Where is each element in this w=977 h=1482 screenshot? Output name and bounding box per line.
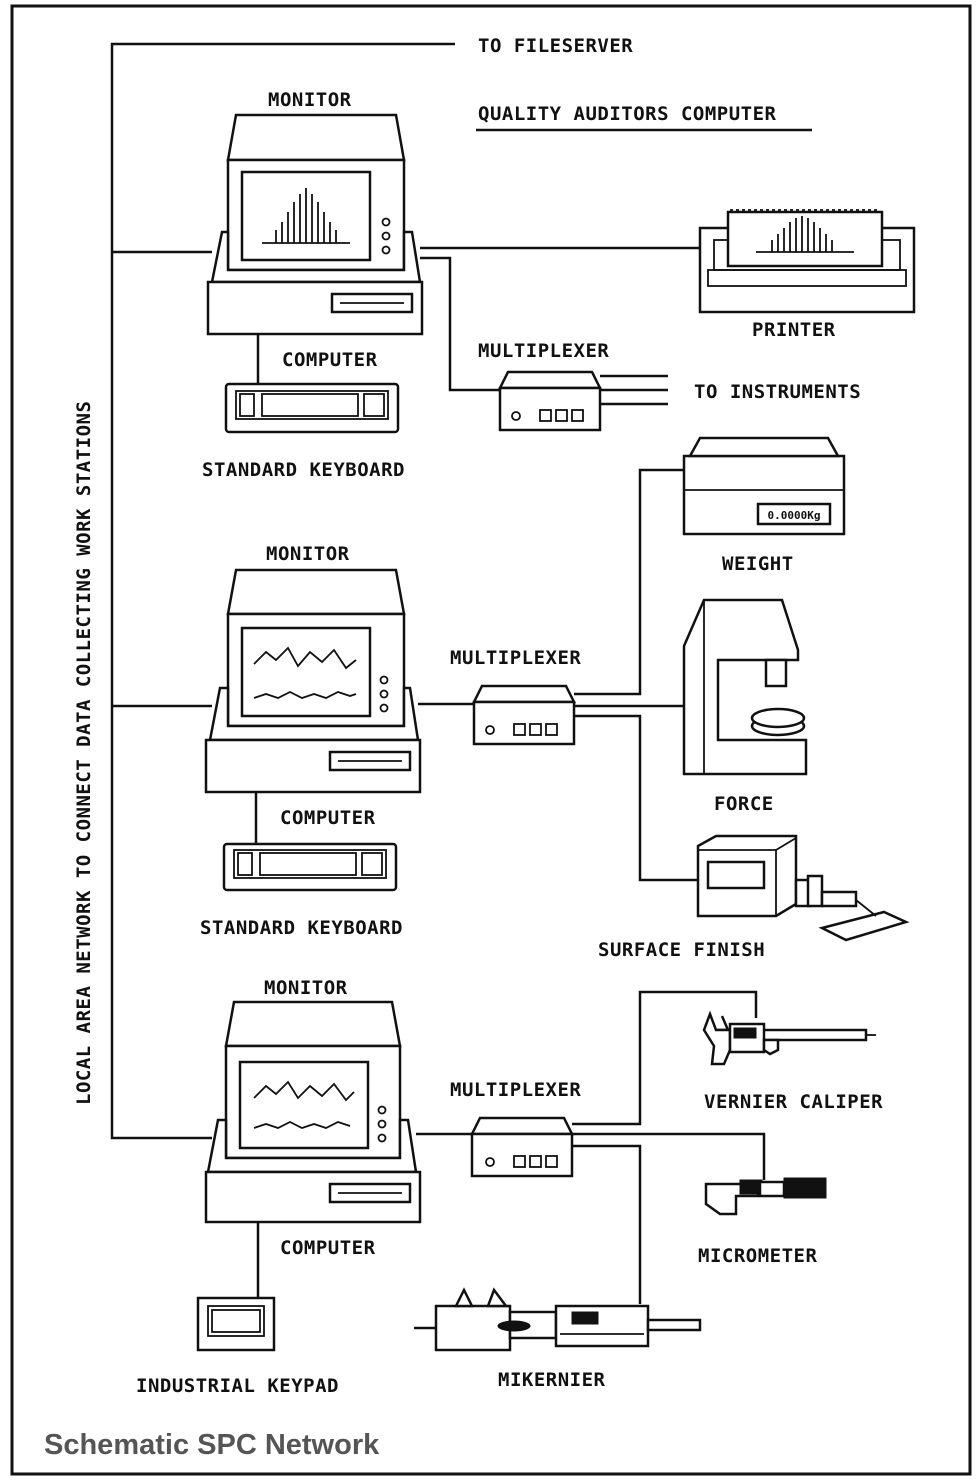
lan-label: LOCAL AREA NETWORK TO CONNECT DATA COLLE… (73, 401, 95, 1105)
weight-scale: 0.0000Kg (684, 438, 844, 534)
surface-finish-tester (698, 836, 906, 940)
multiplexer-2 (474, 686, 574, 744)
keyboard-2 (224, 844, 396, 890)
mikernier-label: MIKERNIER (498, 1369, 606, 1391)
multiplexer-3 (472, 1118, 572, 1176)
printer-label: PRINTER (752, 319, 836, 341)
computer-label-2: COMPUTER (280, 807, 376, 829)
multiplexer-label-2: MULTIPLEXER (450, 647, 581, 669)
monitor-label-1: MONITOR (268, 89, 352, 111)
printer (700, 210, 914, 312)
monitor-2 (228, 570, 404, 726)
keyboard-label-2: STANDARD KEYBOARD (200, 917, 403, 939)
vernier-label: VERNIER CALIPER (704, 1091, 883, 1113)
fileserver-label: TO FILESERVER (478, 35, 633, 57)
force-tester (684, 600, 806, 774)
instruments-label: TO INSTRUMENTS (694, 381, 861, 403)
station-3: MONITOR COMPUTER INDUSTRIAL KEYPAD MULTI… (136, 977, 883, 1397)
keyboard-1 (226, 384, 398, 432)
monitor-label-3: MONITOR (264, 977, 348, 999)
multiplexer-label-1: MULTIPLEXER (478, 340, 609, 362)
monitor-3 (226, 1002, 400, 1158)
auditor-label: QUALITY AUDITORS COMPUTER (478, 103, 777, 125)
vernier-caliper (704, 1014, 876, 1064)
station-2: 0.0000Kg MONITOR COMPUTER STANDARD KEYBO… (200, 438, 906, 961)
micrometer-label: MICROMETER (698, 1245, 817, 1267)
weight-display: 0.0000Kg (768, 509, 821, 522)
mikernier (436, 1290, 700, 1350)
multiplexer-label-3: MULTIPLEXER (450, 1079, 581, 1101)
force-label: FORCE (714, 793, 774, 815)
keyboard-label-1: STANDARD KEYBOARD (202, 459, 405, 481)
keypad-label: INDUSTRIAL KEYPAD (136, 1375, 339, 1397)
industrial-keypad (198, 1298, 274, 1350)
weight-label: WEIGHT (722, 553, 794, 575)
micrometer (706, 1178, 826, 1214)
multiplexer-1 (500, 372, 600, 430)
monitor-1 (228, 115, 404, 270)
instrument-lines (600, 376, 668, 404)
caption: Schematic SPC Network (44, 1429, 380, 1461)
computer-label-3: COMPUTER (280, 1237, 376, 1259)
computer-label-1: COMPUTER (282, 349, 378, 371)
station-1: MONITOR COMPUTER STANDARD KEYBOARD MULTI… (202, 89, 914, 481)
surface-finish-label: SURFACE FINISH (598, 939, 765, 961)
monitor-label-2: MONITOR (266, 543, 350, 565)
